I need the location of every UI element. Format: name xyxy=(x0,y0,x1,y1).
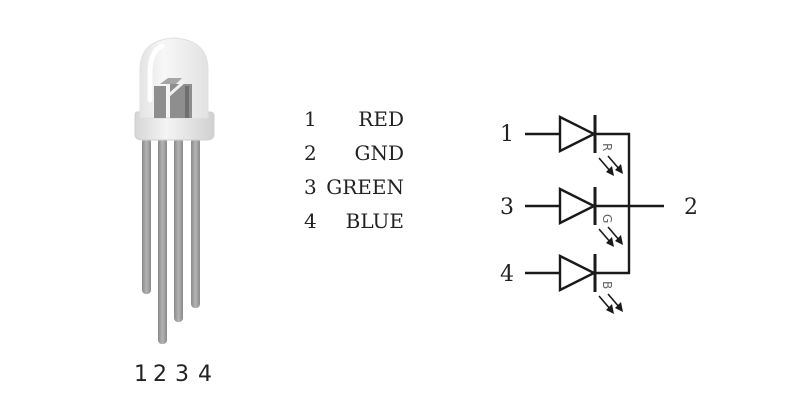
color-letter-blue: B xyxy=(600,281,614,289)
legend-pin-name: GREEN xyxy=(326,175,404,199)
led-lead-3 xyxy=(174,138,183,322)
led-pin-number-row: 1 2 3 4 xyxy=(134,362,212,387)
led-internal-die xyxy=(154,78,192,118)
led-lead-4 xyxy=(191,138,200,308)
legend-pin-number: 3 xyxy=(304,175,317,199)
emission-arrows xyxy=(598,155,623,176)
led-schematic: R G B xyxy=(500,115,698,314)
led-pin-number-3: 3 xyxy=(175,362,189,387)
legend-row-1: 1 RED xyxy=(304,107,404,131)
led-pin-number-2: 2 xyxy=(153,362,167,387)
led-pin-number-4: 4 xyxy=(198,362,212,387)
led-pin-number-1: 1 xyxy=(134,362,148,387)
diode-blue: B xyxy=(525,254,623,314)
legend-pin-name: RED xyxy=(358,107,404,131)
legend-pin-name: GND xyxy=(354,141,404,165)
legend-row-2: 2 GND xyxy=(304,141,404,165)
diode-green: G xyxy=(525,187,623,247)
led-illustration xyxy=(134,37,215,344)
diode-red: R xyxy=(525,115,623,176)
led-lead-1 xyxy=(142,138,151,294)
led-lens-highlight xyxy=(147,43,165,103)
diode-symbol xyxy=(558,115,597,153)
anode-label-1: 1 xyxy=(500,122,514,147)
legend-row-3: 3 GREEN xyxy=(304,175,404,199)
legend-row-4: 4 BLUE xyxy=(304,209,404,233)
pin-legend: 1 RED 2 GND 3 GREEN 4 BLUE xyxy=(304,107,404,233)
led-lead-2 xyxy=(158,138,167,344)
emission-arrows xyxy=(598,226,623,247)
color-letter-red: R xyxy=(600,143,614,151)
color-letter-green: G xyxy=(600,214,614,223)
legend-pin-number: 4 xyxy=(304,209,317,233)
legend-pin-number: 1 xyxy=(304,107,317,131)
diode-symbol xyxy=(558,187,597,225)
anode-label-4: 4 xyxy=(500,262,514,287)
emission-arrows xyxy=(598,293,623,314)
common-label-2: 2 xyxy=(684,195,698,220)
led-flange xyxy=(134,111,215,141)
diode-symbol xyxy=(558,254,597,292)
legend-pin-number: 2 xyxy=(304,141,317,165)
anode-label-3: 3 xyxy=(500,195,514,220)
legend-pin-name: BLUE xyxy=(346,209,404,233)
